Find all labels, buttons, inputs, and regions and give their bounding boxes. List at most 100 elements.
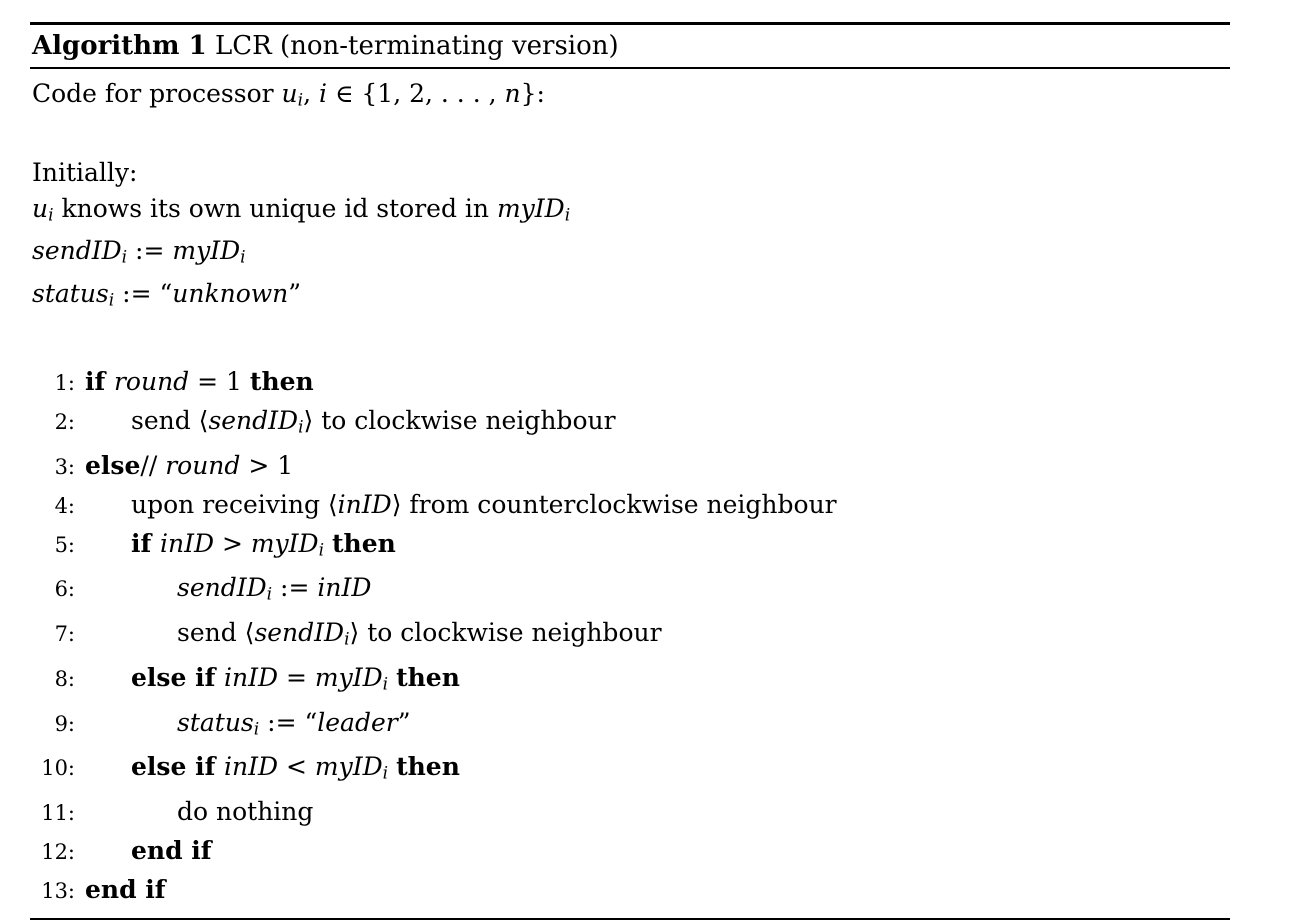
algorithm-header: Algorithm 1 LCR (non-terminating version… — [30, 25, 1230, 69]
text-segment: i — [318, 540, 325, 561]
text-segment: < — [278, 752, 315, 782]
text-segment: status — [177, 707, 254, 737]
line-content: do nothing — [75, 793, 313, 830]
text-segment — [388, 752, 396, 781]
text-segment: then — [396, 752, 460, 782]
text-segment: if — [131, 528, 160, 558]
line-number: 12: — [41, 840, 75, 865]
preamble-block: Initially:ui knows its own unique id sto… — [30, 155, 1230, 319]
line-content: sendIDi := inID — [75, 569, 371, 614]
code-line: 8:else if inID = myIDi then — [30, 659, 1230, 704]
line-number: 1: — [54, 370, 75, 395]
line-number: 4: — [54, 493, 75, 518]
text-segment: myID — [496, 193, 565, 223]
line-number: 8: — [54, 666, 75, 691]
line-number: 9: — [54, 711, 75, 736]
text-segment: Code for processor — [32, 79, 282, 108]
text-segment: round — [113, 366, 190, 396]
text-segment: upon receiving ⟨ — [131, 489, 338, 519]
text-segment: status — [32, 279, 109, 309]
text-segment: else if — [131, 662, 225, 692]
preamble-line: statusi := “unknown” — [32, 276, 1230, 319]
text-segment: then — [249, 366, 314, 396]
code-line: 1:if round = 1 then — [30, 363, 1230, 402]
text-segment: ∈ {1, 2, . . . , — [327, 79, 505, 108]
text-segment: then — [331, 528, 396, 558]
text-segment: do nothing — [177, 797, 314, 827]
text-segment: > 1 — [240, 450, 294, 480]
line-content: end if — [75, 832, 212, 869]
text-segment: > — [214, 528, 251, 558]
text-segment: sendID — [177, 573, 267, 603]
code-line: 6:sendIDi := inID — [30, 569, 1230, 614]
text-segment: i — [108, 290, 115, 311]
text-segment — [324, 529, 332, 558]
text-segment: := “ — [114, 279, 173, 309]
text-segment: i — [266, 585, 273, 606]
text-segment: end if — [131, 836, 212, 866]
algorithm-title: LCR (non-terminating version) — [214, 31, 619, 61]
text-segment: inID — [317, 573, 372, 603]
line-content: send ⟨sendIDi⟩ to clockwise neighbour — [75, 402, 616, 447]
code-line: 10:else if inID < myIDi then — [30, 748, 1230, 793]
text-segment: // — [140, 450, 166, 480]
text-segment — [388, 663, 396, 692]
code-line: 11: do nothing — [30, 793, 1230, 832]
preamble-line: ui knows its own unique id stored in myI… — [32, 191, 1230, 234]
line-number: 2: — [54, 409, 75, 434]
text-segment: else — [85, 450, 141, 480]
line-number: 10: — [41, 756, 75, 781]
text-segment: u — [281, 79, 298, 108]
line-number: 13: — [41, 879, 75, 904]
text-segment: Initially: — [32, 157, 138, 187]
line-content: else// round > 1 — [75, 447, 293, 484]
code-line: 7:send ⟨sendIDi⟩ to clockwise neighbour — [30, 614, 1230, 659]
text-segment: if — [85, 366, 114, 396]
text-segment: round — [165, 450, 241, 480]
text-segment: inID — [224, 752, 279, 782]
text-segment: ⟩ to clockwise neighbour — [303, 405, 616, 435]
text-segment: myID — [314, 752, 383, 782]
text-segment: myID — [250, 528, 319, 558]
text-segment: i — [240, 248, 246, 269]
line-number: 11: — [41, 801, 75, 826]
line-number: 6: — [54, 577, 75, 602]
line-content: send ⟨sendIDi⟩ to clockwise neighbour — [75, 614, 662, 659]
text-segment: i — [382, 674, 389, 695]
text-segment: u — [32, 193, 49, 223]
text-segment: = 1 — [189, 366, 250, 396]
text-segment: i — [48, 205, 54, 226]
text-segment: ” — [397, 707, 411, 737]
text-segment: sendID — [32, 236, 122, 266]
text-segment: = — [278, 662, 315, 692]
code-line: 13:end if — [30, 871, 1230, 910]
text-segment: i — [297, 90, 304, 111]
text-segment: unknown — [172, 279, 289, 309]
code-line: 2:send ⟨sendIDi⟩ to clockwise neighbour — [30, 402, 1230, 447]
text-segment: send ⟨ — [131, 405, 209, 435]
text-segment: i — [382, 764, 389, 785]
text-segment: ” — [288, 279, 302, 309]
text-segment: i — [298, 417, 304, 438]
line-content: else if inID = myIDi then — [75, 659, 460, 704]
code-line: 5:if inID > myIDi then — [30, 525, 1230, 570]
text-segment: := — [127, 236, 173, 266]
line-number: 7: — [54, 622, 75, 647]
algorithm-block: Algorithm 1 LCR (non-terminating version… — [30, 22, 1230, 920]
text-segment: then — [396, 662, 460, 692]
preamble-line: Initially: — [32, 155, 1230, 191]
text-segment: i — [253, 719, 260, 740]
line-content: if round = 1 then — [75, 363, 314, 400]
line-content: else if inID < myIDi then — [75, 748, 460, 793]
text-segment: sendID — [208, 405, 299, 435]
text-segment: n — [504, 79, 521, 108]
text-segment: i — [344, 629, 350, 650]
text-segment: ⟩ to clockwise neighbour — [349, 618, 662, 648]
line-number: 3: — [54, 454, 75, 479]
text-segment: i — [319, 79, 327, 108]
text-segment: knows its own unique id stored in — [53, 193, 497, 223]
text-segment: i — [121, 248, 128, 269]
text-segment: , — [303, 79, 319, 108]
text-segment: }: — [520, 79, 545, 108]
code-line: 3:else// round > 1 — [30, 447, 1230, 486]
